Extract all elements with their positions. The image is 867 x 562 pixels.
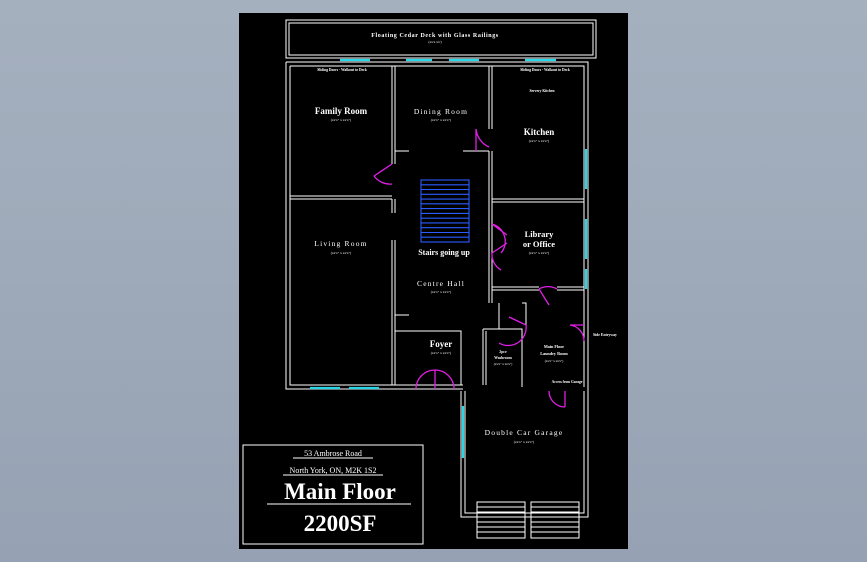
room-living: Living Room [314,239,367,248]
room-dining-dims: (xx'x" x xx'x") [431,118,452,122]
room-kitchen-dims: (xx'x" x xx'x") [529,139,550,143]
room-library-line1: Library [525,229,555,239]
note-garage-access: Access from Garage [552,380,583,384]
room-laundry-line1: Main Floor [544,344,564,349]
title-block [242,444,424,545]
room-foyer: Foyer [430,339,453,349]
titleblock-address: 53 Ambrose Road [304,449,362,458]
titleblock-floor: Main Floor [284,479,396,504]
interior-walls [290,66,584,387]
room-washroom-line1: 2pce [499,350,507,354]
room-kitchen: Kitchen [524,127,555,137]
garage-door [530,501,580,539]
deck-dims: (xx'x xx') [428,40,442,44]
room-dining: Dining Room [414,107,468,116]
room-centre-hall-dims: (xx'x" x xx'x") [431,290,452,294]
drawing-sheet: Floating Cedar Deck with Glass Railings … [239,13,628,549]
room-laundry-line2: Laundry Room [540,351,568,356]
doors [373,128,585,408]
note-sliding-right: Sliding Doors - Walkout to Deck [520,68,570,72]
room-washroom-dims: (xx'x" x xx'x") [494,362,513,366]
titleblock-area: 2200SF [304,511,377,536]
room-living-dims: (xx'x" x xx'x") [331,251,352,255]
note-side-entry: Side Entryway [593,333,617,337]
room-washroom-line2: Washroom [494,356,512,360]
room-family-dims: (xx'x" x xx'x") [331,118,352,122]
stairs-label: Stairs going up [418,248,470,257]
room-garage: Double Car Garage [485,428,564,437]
room-foyer-dims: (xx'x" x xx'x") [431,351,452,355]
deck [285,19,597,59]
titleblock-city: North York, ON, M2K 1S2 [290,466,377,475]
note-sliding-left: Sliding Doors - Walkout to Deck [317,68,367,72]
windows [310,58,588,458]
floor-plan: Floating Cedar Deck with Glass Railings … [242,19,617,545]
garage-door [476,501,526,539]
note-servery: Servery Kitchen [529,89,554,93]
room-library-line2: or Office [523,239,555,249]
room-library-dims: (xx'x" x xx'x") [529,251,550,255]
room-laundry-dims: (xx'x" x xx'x") [545,359,564,363]
room-family: Family Room [315,106,368,116]
garage-doors [476,501,580,539]
deck-label: Floating Cedar Deck with Glass Railings [371,33,499,39]
room-garage-dims: (xx'x" x xx'x") [514,440,535,444]
staircase [420,179,470,243]
room-centre-hall: Centre Hall [417,279,465,288]
